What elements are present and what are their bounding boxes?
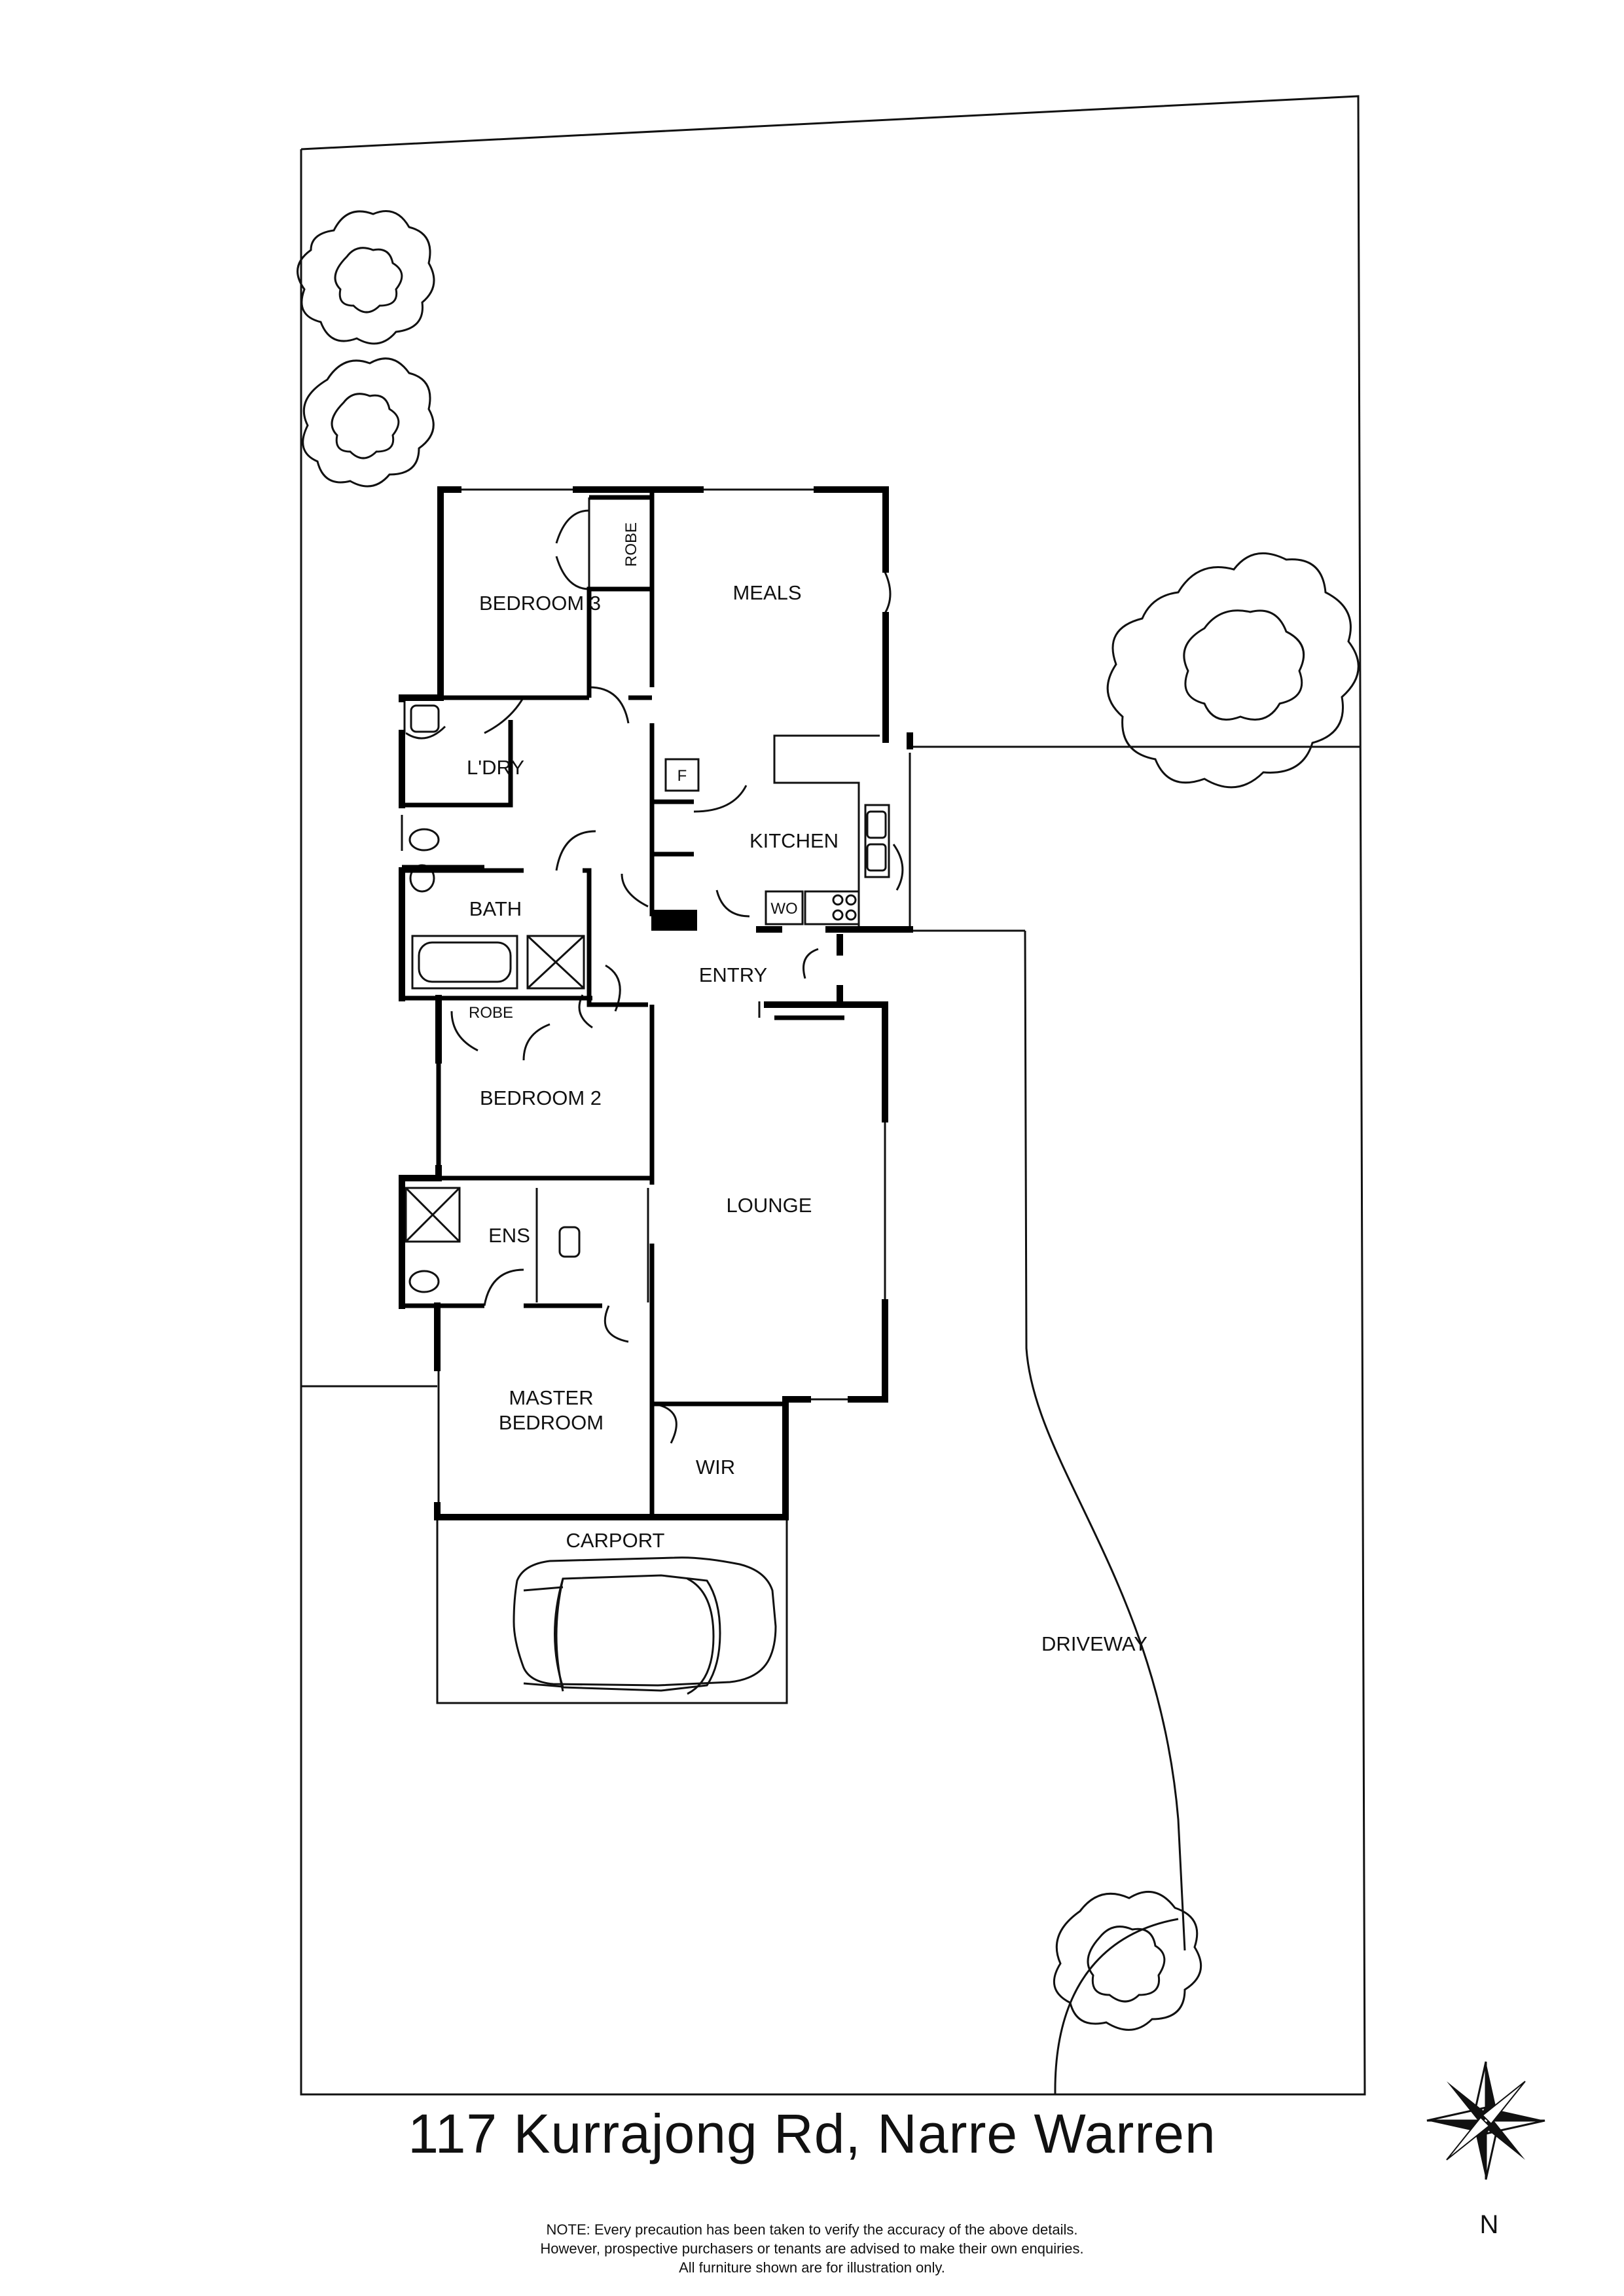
fence-lines xyxy=(301,745,1361,1388)
tree-bed-edge xyxy=(1054,1918,1179,2095)
label-laundry: L'DRY xyxy=(467,756,524,779)
disclaimer-line: However, prospective purchasers or tenan… xyxy=(540,2240,1084,2257)
property-boundary xyxy=(300,95,1366,2096)
tree-icon xyxy=(302,357,435,488)
label-ensuite: ENS xyxy=(488,1224,530,1247)
disclaimer-note: NOTE: Every precaution has been taken to… xyxy=(0,2220,1624,2277)
label-meals: MEALS xyxy=(732,581,801,604)
car-icon xyxy=(513,1556,777,1695)
label-bedroom-2: BEDROOM 2 xyxy=(480,1086,602,1109)
label-robe-top: ROBE xyxy=(623,522,640,567)
label-carport: CARPORT xyxy=(566,1529,664,1552)
label-bath: BATH xyxy=(469,897,522,920)
tree-icon xyxy=(1053,1890,1202,2031)
label-master-bedroom-line2: BEDROOM xyxy=(499,1411,604,1434)
room-labels: BEDROOM 3 ROBE MEALS L'DRY F KITCHEN BAT… xyxy=(467,522,1147,1655)
label-master-bedroom-line1: MASTER xyxy=(509,1386,593,1409)
interior-walls xyxy=(401,488,911,1505)
label-lounge: LOUNGE xyxy=(727,1194,812,1217)
exterior-walls xyxy=(399,486,913,1520)
tree-icon xyxy=(297,210,435,345)
label-bedroom-3: BEDROOM 3 xyxy=(479,592,601,615)
compass-icon: N xyxy=(1426,2061,1545,2239)
disclaimer-line: NOTE: Every precaution has been taken to… xyxy=(546,2221,1078,2238)
compass-north-label: N xyxy=(1480,2210,1499,2239)
partition-walls xyxy=(402,490,844,1517)
label-driveway: DRIVEWAY xyxy=(1041,1632,1147,1655)
label-robe-bed2: ROBE xyxy=(469,1004,513,1022)
label-entry: ENTRY xyxy=(699,963,768,986)
tree-icon xyxy=(1106,552,1360,789)
label-fridge: F xyxy=(677,767,687,785)
driveway-edge xyxy=(1024,930,1186,1951)
label-wir: WIR xyxy=(696,1456,735,1479)
label-kitchen: KITCHEN xyxy=(749,829,839,852)
property-address: 117 Kurrajong Rd, Narre Warren xyxy=(408,2103,1216,2164)
disclaimer-line: All furniture shown are for illustration… xyxy=(679,2259,945,2276)
label-wall-oven: WO xyxy=(770,900,797,918)
